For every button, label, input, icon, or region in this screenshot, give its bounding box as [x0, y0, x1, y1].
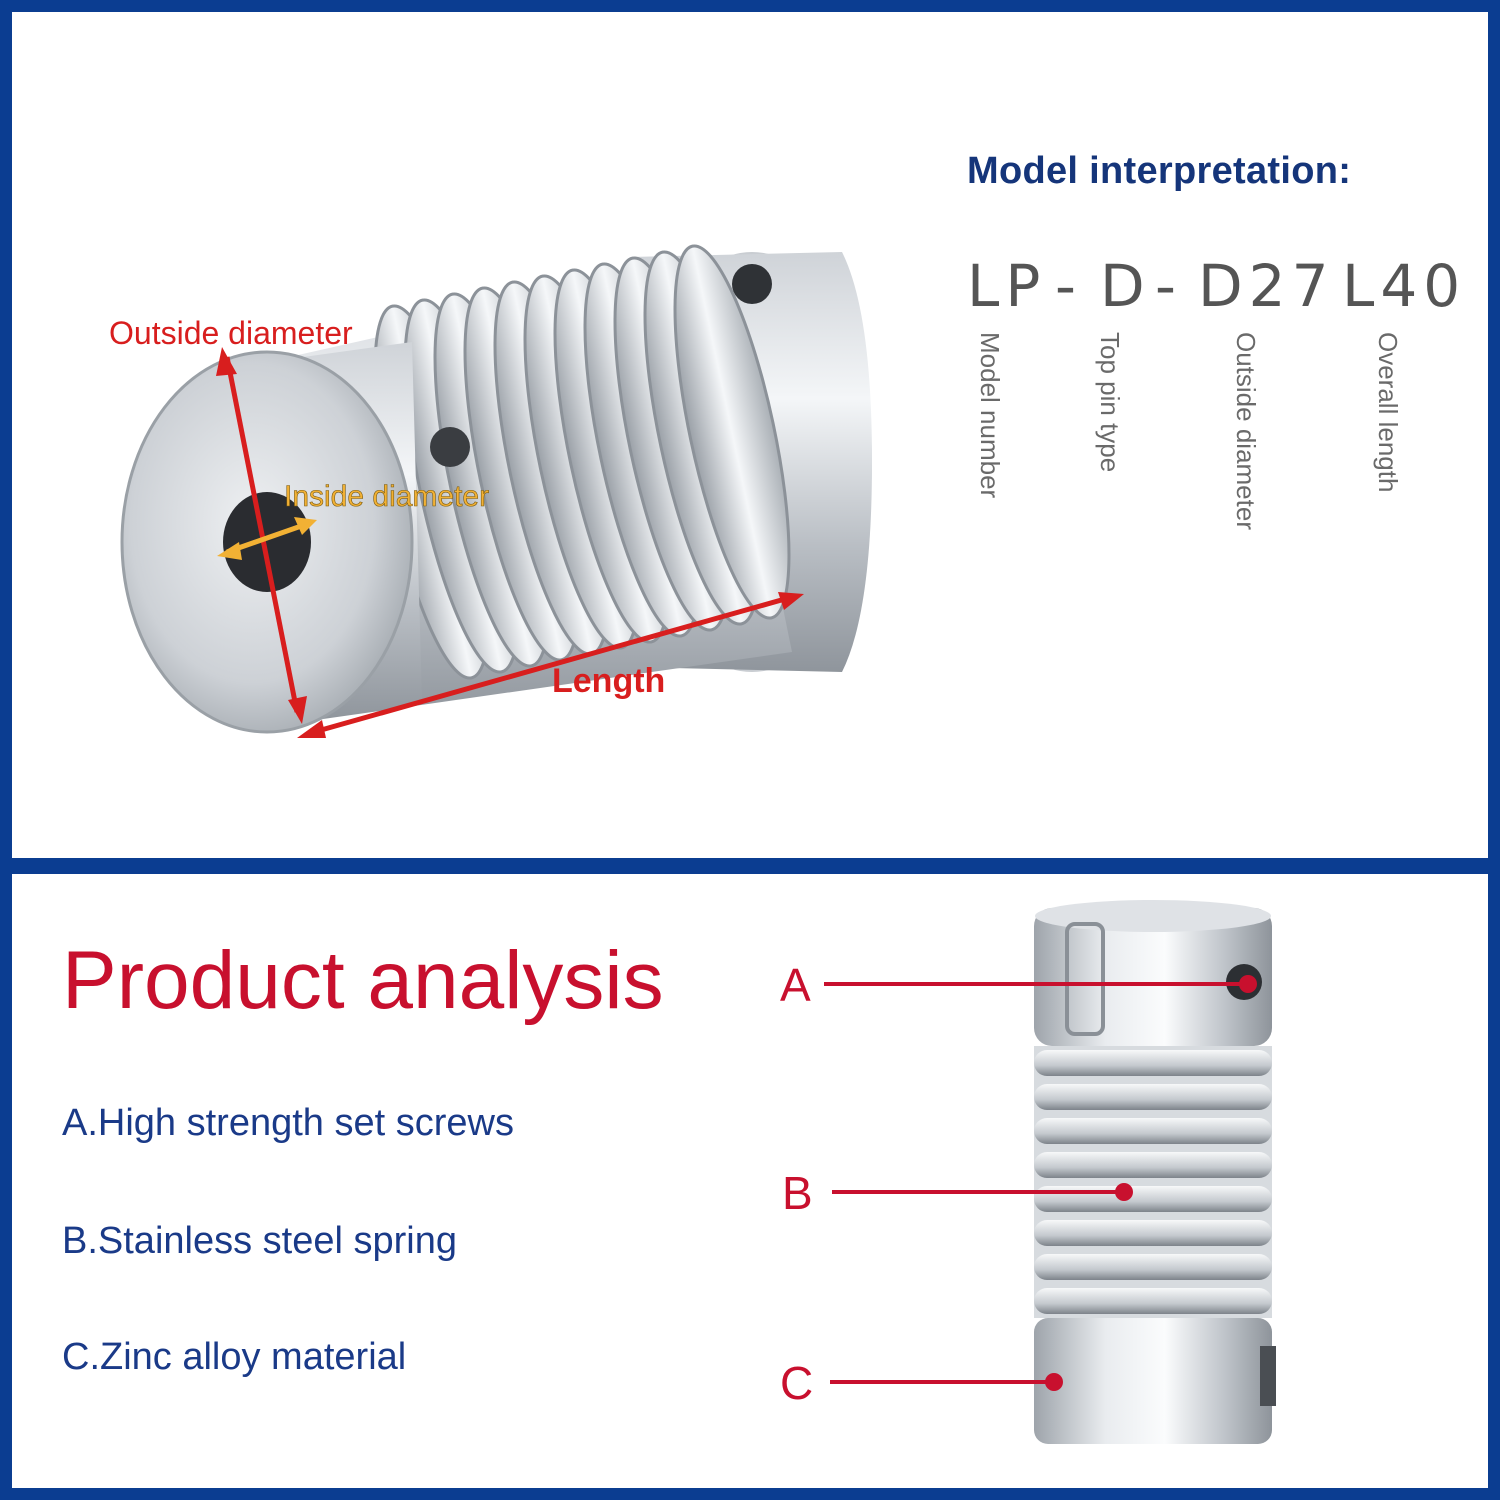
- spring-coils: [1034, 1046, 1272, 1318]
- coupling-photo-vertical: [824, 900, 1276, 1444]
- code-overall-length: L40: [1342, 252, 1467, 320]
- inside-diameter-arrow: [226, 521, 308, 555]
- label-outside-diameter: Outside diameter: [1231, 332, 1261, 530]
- outside-diameter-label: Outside diameter: [109, 315, 353, 351]
- code-separator: -: [1055, 252, 1082, 320]
- label-model-number: Model number: [975, 332, 1005, 499]
- feature-item-c: C.Zinc alloy material: [62, 1336, 407, 1378]
- product-analysis-panel: Product analysis A.High strength set scr…: [0, 862, 1500, 1500]
- code-outside-diameter: D27: [1198, 252, 1335, 320]
- callout-letter-a: A: [780, 959, 811, 1011]
- code-pin-type: D: [1100, 252, 1151, 320]
- set-screw-hole: [732, 264, 772, 304]
- feature-item-b: B.Stainless steel spring: [62, 1220, 457, 1262]
- callout-letter-b: B: [782, 1167, 813, 1219]
- set-screw-hole: [430, 427, 470, 467]
- code-model-number: LP: [967, 252, 1047, 320]
- feature-item-a: A.High strength set screws: [62, 1102, 514, 1144]
- product-analysis-title: Product analysis: [62, 935, 664, 1026]
- coupling-photo-horizontal: Outside diameter Inside diameter Length: [109, 244, 872, 738]
- length-label: Length: [552, 662, 665, 700]
- outside-diameter-arrow: [224, 356, 300, 713]
- model-interpretation-title: Model interpretation:: [967, 150, 1352, 192]
- inside-diameter-label: Inside diameter: [284, 480, 489, 513]
- bore-hole: [223, 492, 311, 592]
- spring-rings: [373, 244, 791, 680]
- model-panel: Outside diameter Inside diameter Length …: [0, 0, 1500, 870]
- length-arrow: [306, 594, 793, 737]
- code-separator: -: [1155, 252, 1182, 320]
- label-top-pin-type: Top pin type: [1095, 332, 1125, 473]
- label-overall-length: Overall length: [1373, 332, 1403, 493]
- callout-letter-c: C: [780, 1357, 814, 1409]
